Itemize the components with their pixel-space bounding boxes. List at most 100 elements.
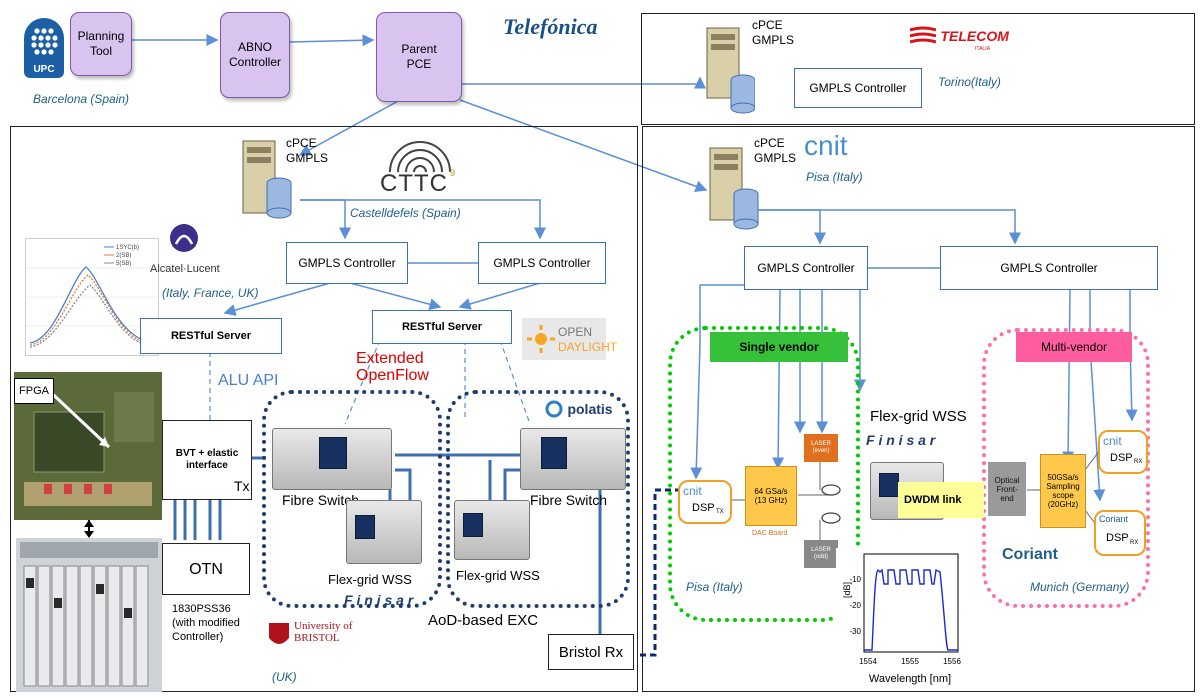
cnit-region [642,126,1195,692]
opendaylight-text-1: OPEN [558,325,593,339]
cnit-flexgrid-label: Flex-grid WSS [870,408,967,425]
coriant-logo: Coriant [1002,546,1058,563]
cnit-logo: cnit [804,130,848,161]
restful-server-left: RESTful Server [140,318,282,354]
bristol-logo-text: University of BRISTOL [294,620,353,644]
telecom-gmpls-controller-label: GMPLS Controller [809,80,907,95]
castelldefels-location: Castelldefels (Spain) [350,206,461,220]
multi-vendor-tag: Multi-vendor [1016,332,1132,362]
telecom-server-icon [705,20,756,125]
plot-legend-2: 2(SB) [116,253,131,259]
fibre-switch-left-device [272,428,392,490]
alcatel-logo [170,224,198,252]
flexgrid-right-label: Flex-grid WSS [456,568,540,583]
telecom-logo-text: TELECOM [940,28,1009,44]
dsp-rx-top-box: cnit DSP RX [1098,430,1148,474]
dsp-tx-box: cnit DSP TX [678,480,732,524]
laser-even-label: LASER (even) [811,441,831,454]
telefonica-logo: Telefónica [503,14,598,39]
upc-logo: UPC [24,18,64,78]
multi-vendor-region [982,328,1150,608]
scope-label: 50GSa/s Sampling scope (20GHz) [1046,473,1080,509]
dsp-rx-bottom-box: Coriant DSP RX [1094,510,1146,556]
fpga-label: FPGA [19,385,49,397]
dwdm-link-label: DWDM link [904,494,962,506]
cttc-cpce-label: cPCE GMPLS [286,136,329,165]
opendaylight-sun-icon [527,325,555,353]
fibre-switch-right-device [520,428,626,490]
upc-logo-text: UPC [33,64,54,75]
polatis-logo: polatis [545,400,613,418]
spectrum-inset: [dB] -10 -20 -30 1554 1555 1556 Waveleng… [836,548,962,688]
cnit-gmpls-controller-right: GMPLS Controller [940,246,1158,290]
cttc-region [10,126,638,692]
dac-box-label: 64 GSa/s (13 GHz) [754,487,788,505]
telecom-logo-sub: ITALIA [975,46,990,52]
spectrum-ytick-2: -20 [849,601,861,610]
pss-label: 1830PSS36 (with modified Controller) [172,603,240,643]
flexgrid-left-device [346,500,422,564]
alu-api-label: ALU API [218,372,279,389]
optical-frontend-box: Optical Front- end [988,462,1026,516]
alcatel-location: (Italy, France, UK) [162,286,259,300]
bristol-rx-box: Bristol Rx [548,634,634,670]
cnit-gmpls-controller-left: GMPLS Controller [744,246,868,290]
scope-box: 50GSa/s Sampling scope (20GHz) [1040,454,1086,528]
right-switch-region [446,390,630,608]
cnit-small-logo-rx: cnit [1103,434,1122,448]
tx-label: Tx [234,478,250,494]
cnit-pisa-location: Pisa (Italy) [806,170,863,184]
dac-box: 64 GSa/s (13 GHz) [745,466,797,526]
planning-tool-label: Planning Tool [77,29,125,58]
otn-label: OTN [189,560,223,578]
alcatel-spectrum-plot: 1SYC(b) 2(SB) 5(SB) [25,238,159,356]
fibre-switch-left-label: Fibre Switch [282,492,360,508]
bvt-label: BVT + elastic interface [175,448,239,471]
spectrum-xtick-2: 1555 [901,657,919,666]
cnit-server-icon [706,128,766,243]
laser-even-box: LASER (even) [804,434,838,462]
left-switch-region [262,390,442,608]
telecom-region [641,13,1195,125]
finisar-left-logo: F i n i s a r [344,592,414,608]
flexgrid-right-device [454,500,530,560]
bristol-rx-label: Bristol Rx [558,643,624,661]
fpga-label-box: FPGA [14,378,54,404]
plot-legend-1: 1SYC(b) [116,245,139,251]
single-vendor-region [668,326,860,622]
cttc-logo: CTTC 9 [380,132,460,197]
extended-openflow-label: Extended OpenFlow [356,350,429,384]
dsp-rx-bottom-label: DSP [1106,532,1129,544]
spectrum-ytick-1: -10 [849,575,861,584]
optical-frontend-label: Optical Front- end [994,475,1020,503]
cnit-gmpls-controller-left-label: GMPLS Controller [757,260,855,275]
coriant-small-logo: Coriant [1099,514,1129,524]
restful-server-left-label: RESTful Server [170,329,252,342]
bristol-logo: University of BRISTOL [268,620,358,656]
abno-controller-box: ABNO Controller [220,12,290,98]
telecom-cpce-label: cPCE GMPLS [752,18,795,47]
bvt-box: BVT + elastic interface [162,420,252,500]
fibre-switch-right-label: Fibre Switch [530,492,608,508]
opendaylight-logo: OPEN DAYLIGHT [522,318,617,360]
dac-board-label: DAC Board [752,530,788,537]
cttc-logo-text: CTTC [380,170,448,197]
telecom-logo: TELECOM ITALIA [909,26,1009,52]
telecom-wave-icon [909,26,937,44]
telecom-gmpls-controller: GMPLS Controller [794,68,922,108]
parent-pce-box: Parent PCE [376,12,462,102]
dsp-rx-bottom-sub: RX [1130,540,1139,546]
dsp-rx-top-sub: RX [1134,459,1143,465]
cnit-gmpls-controller-right-label: GMPLS Controller [1000,260,1098,275]
cnit-small-logo-tx: cnit [683,484,702,498]
spectrum-ytick-3: -30 [849,627,861,636]
laser-odd-box: LASER (odd) [804,540,838,568]
single-vendor-tag: Single vendor [710,332,848,362]
polatis-logo-text: polatis [567,401,613,417]
cttc-gmpls-controller-left: GMPLS Controller [286,242,408,284]
munich-location: Munich (Germany) [1030,580,1130,594]
pss-rack-photo [16,538,162,692]
uk-location: (UK) [272,670,297,684]
laser-odd-label: LASER (odd) [811,547,831,560]
dsp-rx-top-label: DSP [1110,452,1133,464]
